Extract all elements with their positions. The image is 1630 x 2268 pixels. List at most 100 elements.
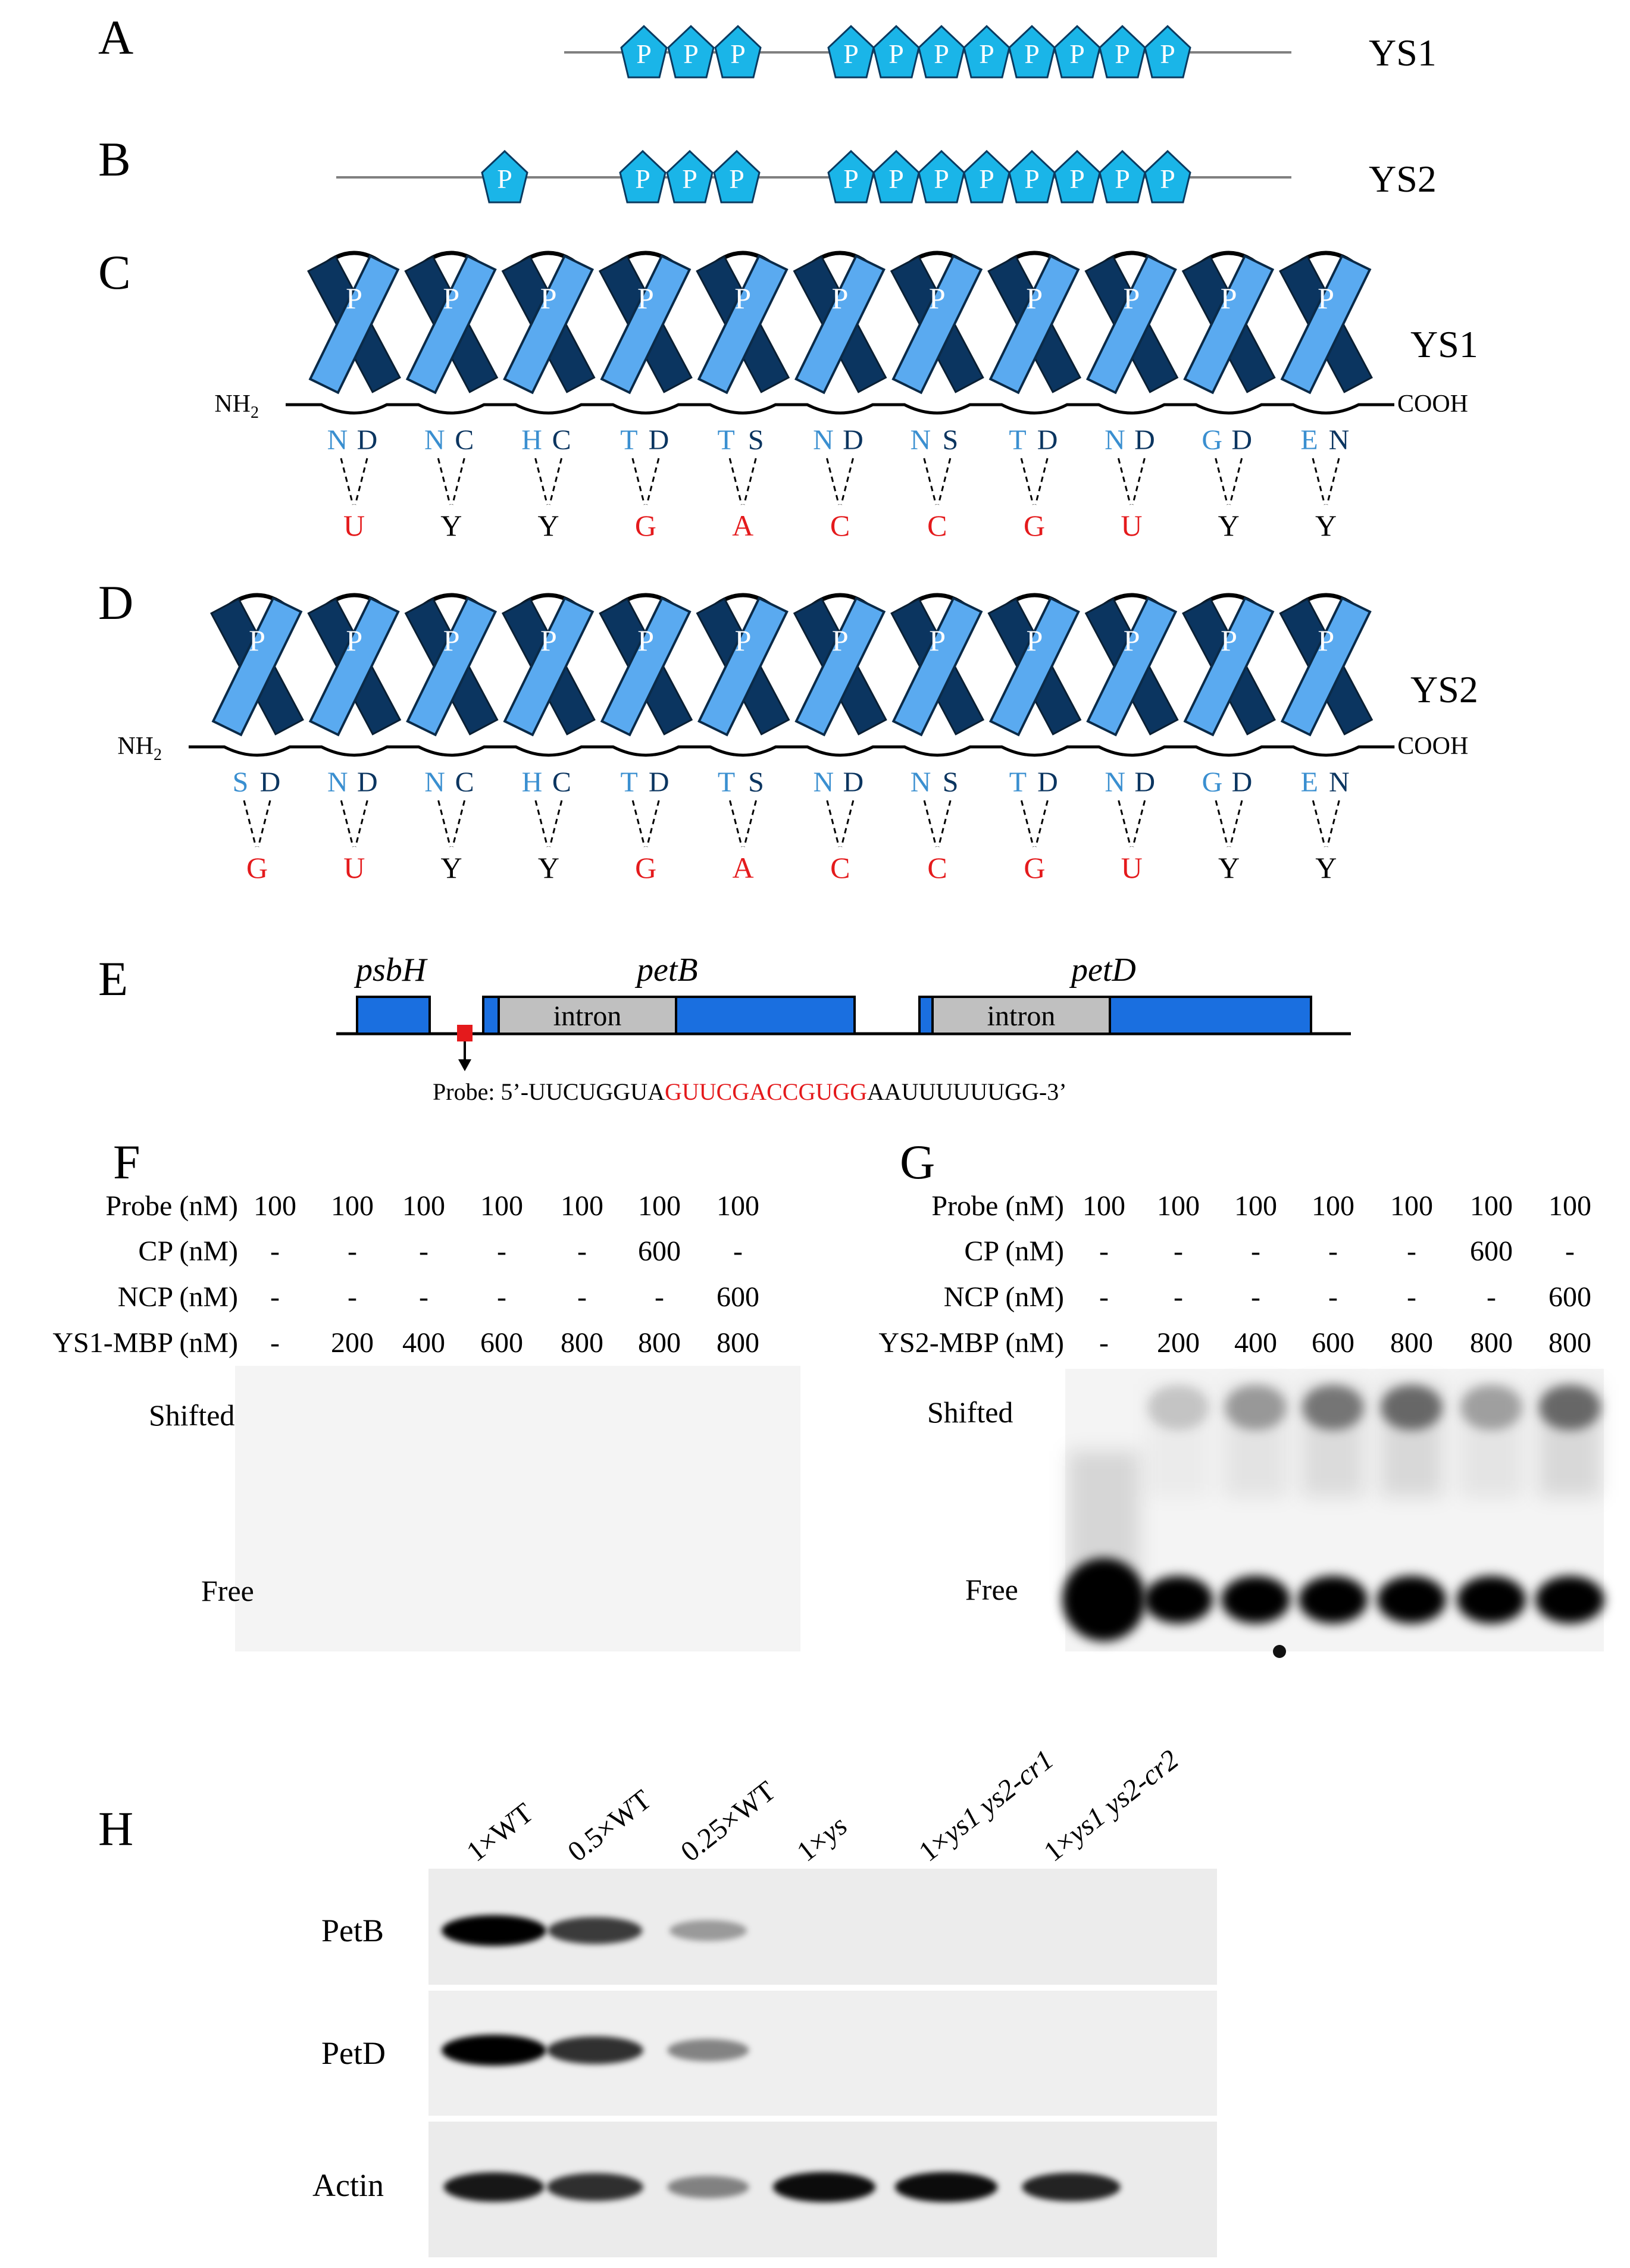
condition-cell: 200: [331, 1327, 374, 1359]
gel-artifact: [1273, 1645, 1286, 1658]
free-probe-band: [1144, 1576, 1213, 1623]
residue-position-35: C: [552, 767, 571, 798]
condition-cell: -: [655, 1281, 664, 1313]
c-terminus-label: COOH: [1397, 390, 1468, 418]
free-label: Free: [201, 1574, 254, 1607]
condition-cell: -: [1328, 1235, 1338, 1267]
shifted-label: Shifted: [927, 1396, 1013, 1429]
panel-letter-h: H: [98, 1801, 133, 1856]
n-terminus-subscript: 2: [154, 746, 162, 764]
binding-dash: [826, 458, 840, 505]
rna-base: Y: [441, 851, 462, 884]
condition-cell: -: [1251, 1281, 1260, 1313]
intron-label: intron: [553, 1000, 622, 1032]
ppr-helix-a: [1183, 596, 1275, 737]
ppr-helix-a: [600, 254, 692, 395]
condition-cell: -: [419, 1281, 428, 1313]
binding-dash: [646, 458, 660, 505]
residue-position-5: N: [910, 424, 931, 456]
protein-backbone: [286, 403, 1394, 415]
ppr-helix-a: [988, 596, 1080, 737]
condition-cell: 600: [480, 1327, 523, 1359]
free-probe-band: [1299, 1576, 1368, 1623]
binding-dash: [728, 458, 743, 505]
shifted-band: [1381, 1385, 1443, 1430]
ppr-motif-pentagon: [1053, 24, 1101, 79]
condition-cell: 200: [1157, 1327, 1200, 1359]
condition-cell: -: [1565, 1235, 1575, 1267]
ppr-helix-a: [1085, 254, 1177, 395]
petd-band: [667, 2039, 749, 2061]
condition-cell: -: [1099, 1281, 1109, 1313]
residue-position-35: D: [1134, 767, 1155, 798]
condition-cell: 100: [1470, 1190, 1513, 1222]
actin-band: [772, 2172, 876, 2203]
binding-dash: [937, 800, 952, 847]
residue-position-5: N: [813, 767, 834, 798]
western-blot-petd: [428, 1991, 1217, 2116]
probe-arrow-head: [458, 1059, 471, 1071]
rna-base: A: [732, 851, 753, 884]
binding-dash: [743, 458, 757, 505]
residue-position-35: D: [649, 424, 669, 456]
ppr-motif-letter: P: [934, 164, 949, 194]
residue-position-35: D: [1037, 424, 1058, 456]
residue-position-35: D: [357, 767, 378, 798]
residue-position-35: C: [455, 424, 474, 456]
residue-position-5: N: [327, 424, 348, 456]
exon-petd-2: [1109, 996, 1312, 1035]
residue-position-5: H: [522, 767, 543, 798]
ppr-motif-letter: P: [1221, 281, 1237, 315]
ppr-motif-letter: P: [637, 624, 654, 657]
ppr-motif-letter: P: [1124, 624, 1140, 657]
binding-dash: [452, 800, 466, 847]
condition-row-label: Probe (nM): [931, 1190, 1064, 1222]
rna-base: Y: [1315, 851, 1337, 884]
free-probe-band: [1221, 1576, 1290, 1623]
residue-position-5: T: [1009, 424, 1026, 456]
binding-dash: [534, 800, 549, 847]
residue-position-5: E: [1300, 424, 1318, 456]
rna-base: G: [1024, 851, 1045, 884]
probe-seq-5prime: Probe: 5’-UUCUGGUA: [433, 1078, 665, 1105]
condition-cell: 100: [638, 1190, 681, 1222]
residue-position-5: N: [327, 767, 348, 798]
actin-band: [443, 2172, 545, 2202]
binding-dash: [243, 800, 257, 847]
condition-cell: 800: [1548, 1327, 1591, 1359]
ppr-motif-letter: P: [249, 624, 265, 657]
binding-dash: [340, 458, 354, 505]
panel-letter-c: C: [98, 245, 131, 299]
ppr-motif-letter: P: [635, 164, 650, 194]
ppr-motif-letter: P: [540, 624, 557, 657]
residue-position-5: N: [1105, 424, 1125, 456]
condition-cell: -: [1174, 1235, 1183, 1267]
binding-dash: [729, 800, 743, 847]
binding-dash: [840, 800, 855, 847]
free-probe-band: [1457, 1576, 1526, 1623]
rna-base: G: [1024, 509, 1045, 542]
binding-dash: [631, 458, 646, 505]
ppr-helix-a: [891, 596, 983, 737]
free-probe-band: [1377, 1576, 1446, 1623]
residue-position-5: S: [233, 767, 249, 798]
ppr-motif-letter: P: [1069, 164, 1085, 194]
binding-dash: [354, 800, 368, 847]
condition-cell: 600: [1312, 1327, 1354, 1359]
lane-label-genotype: ys1 ys2-cr2: [1059, 1744, 1184, 1851]
probe-sequence: Probe: 5’-UUCUGGUAGUUCGACCGUGGAAUUUUUUGG…: [433, 1078, 1067, 1105]
free-label: Free: [965, 1573, 1018, 1606]
